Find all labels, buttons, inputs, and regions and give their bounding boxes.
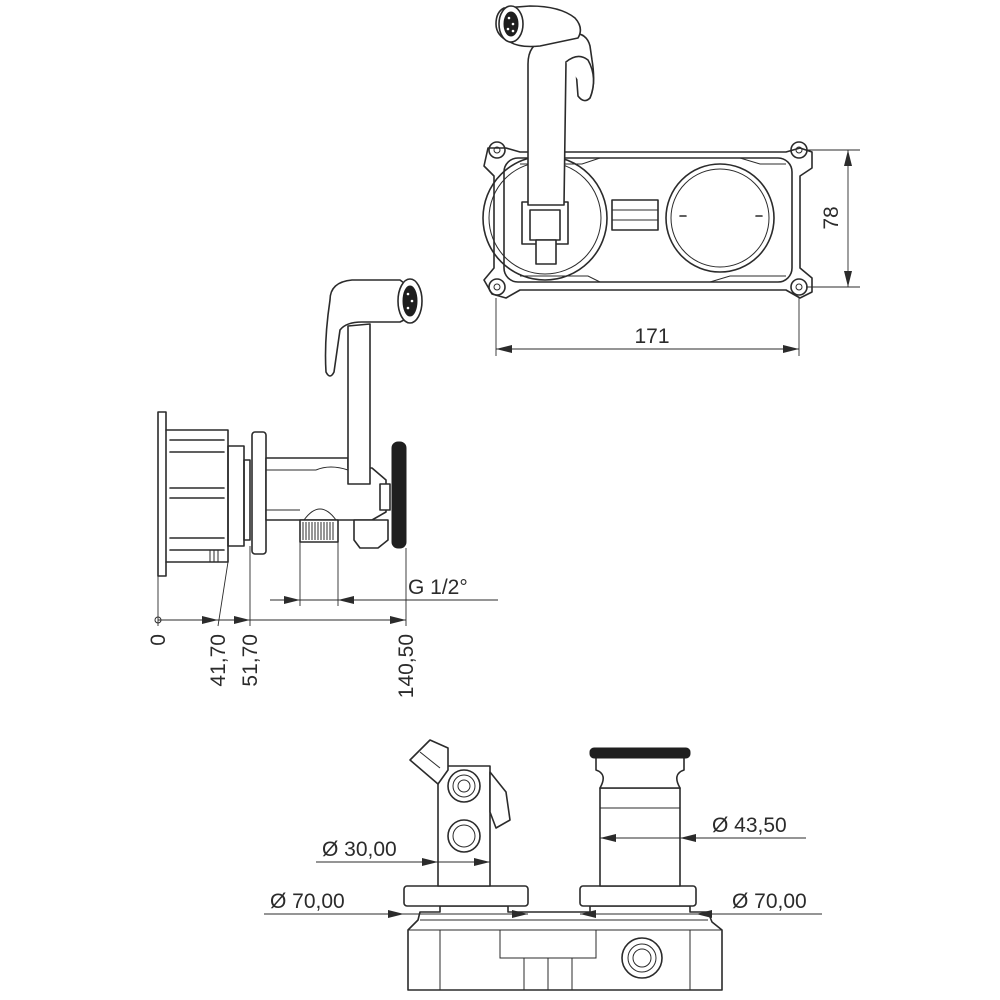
center-slot — [611, 199, 659, 231]
diameter-label-body: Ø 43,50 — [712, 814, 787, 837]
left-plate — [403, 885, 529, 907]
inner-body — [503, 157, 793, 283]
ear-hole-br — [790, 278, 808, 296]
side-shower-handle — [347, 323, 371, 485]
mounting-plate — [483, 147, 813, 299]
cover-plate — [251, 431, 267, 555]
right-body-cap — [589, 747, 691, 759]
side-view: G 1/2° 0 41,70 51,70 140,50 — [147, 278, 498, 698]
ear-hole-tl — [488, 141, 506, 159]
position-label-140-50: 140,50 — [395, 634, 418, 698]
position-label-51-70: 51,70 — [239, 634, 262, 687]
left-outlet-port — [447, 819, 481, 853]
position-label-0: 0 — [147, 634, 170, 646]
end-disc — [391, 441, 407, 549]
top-view: 171 78 — [482, 5, 860, 356]
diameter-label-right-plate: Ø 70,00 — [732, 890, 807, 913]
front-view: Ø 43,50 Ø 30,00 Ø 70,00 Ø 70,00 — [264, 739, 822, 991]
height-dimension-label: 78 — [820, 206, 843, 229]
wall-box — [157, 411, 167, 577]
front-port — [621, 937, 663, 979]
right-cartridge — [665, 163, 775, 273]
ear-hole-bl — [488, 278, 506, 296]
diameter-label-outlet: Ø 30,00 — [322, 838, 397, 861]
width-dimension-label: 171 — [634, 325, 669, 348]
left-outlet-body — [437, 765, 491, 887]
right-plate — [579, 885, 697, 907]
thread-label: G 1/2° — [408, 576, 468, 599]
base-box — [407, 905, 723, 991]
position-label-41-70: 41,70 — [207, 634, 230, 687]
diameter-label-left-plate: Ø 70,00 — [270, 890, 345, 913]
